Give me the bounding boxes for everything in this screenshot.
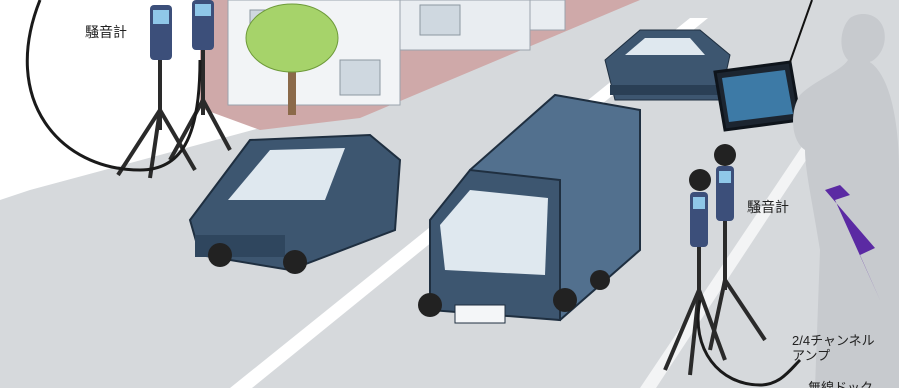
label-amplifier-line2: アンプ — [792, 348, 875, 363]
label-amplifier-line1: 2/4チャンネル — [792, 333, 875, 348]
label-sound-meter-right: 騒音計 — [747, 197, 789, 217]
tablet-icon — [715, 62, 800, 130]
label-wireless-dock: 無線ドック — [808, 377, 873, 388]
label-amplifier: 2/4チャンネル アンプ — [792, 333, 875, 363]
label-sound-meter-left: 騒音計 — [85, 22, 127, 42]
